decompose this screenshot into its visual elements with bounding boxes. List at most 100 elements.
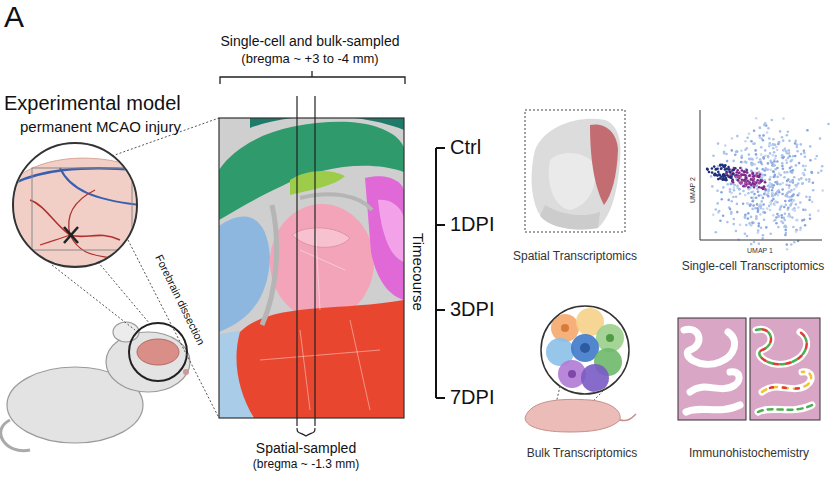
umap-dot bbox=[744, 213, 747, 216]
umap-dot bbox=[750, 197, 753, 200]
umap-dot bbox=[725, 177, 728, 180]
umap-dot bbox=[789, 180, 792, 183]
umap-dot bbox=[743, 171, 746, 174]
umap-dot bbox=[804, 155, 807, 158]
umap-dot bbox=[774, 219, 777, 222]
umap-dot bbox=[771, 194, 774, 197]
umap-dot bbox=[788, 184, 791, 187]
umap-dot bbox=[817, 209, 820, 212]
umap-dot bbox=[767, 162, 770, 165]
bracket bbox=[220, 71, 405, 84]
umap-dot bbox=[753, 142, 756, 145]
umap-dot bbox=[761, 237, 764, 240]
umap-dot bbox=[766, 207, 769, 210]
umap-dot bbox=[762, 188, 765, 191]
umap-dot bbox=[743, 179, 746, 182]
umap-dot bbox=[781, 193, 784, 196]
umap-dot bbox=[759, 213, 762, 216]
umap-dot bbox=[763, 181, 766, 184]
umap-dot bbox=[758, 126, 761, 129]
zoom-brain bbox=[0, 143, 146, 267]
umap-dot bbox=[755, 153, 758, 156]
umap-dot bbox=[776, 191, 779, 194]
panel-caption: Single-cell Transcriptomics bbox=[672, 260, 834, 274]
umap-dot bbox=[760, 194, 763, 197]
umap-dot bbox=[739, 193, 742, 196]
umap-dot bbox=[794, 209, 797, 212]
umap-dot bbox=[729, 171, 732, 174]
umap-dot bbox=[729, 208, 732, 211]
umap-dot bbox=[744, 149, 747, 152]
umap-dot bbox=[802, 172, 805, 175]
umap-dot bbox=[762, 208, 765, 211]
umap-dot bbox=[747, 217, 750, 220]
umap-dot bbox=[781, 162, 784, 165]
umap-dot bbox=[796, 150, 799, 153]
timepoint: 1DPI bbox=[450, 213, 494, 236]
umap-dot bbox=[800, 143, 803, 146]
umap-dot bbox=[809, 145, 812, 148]
umap-dot bbox=[812, 189, 815, 192]
umap-dot bbox=[731, 137, 734, 140]
umap-dot bbox=[716, 174, 719, 177]
umap-dot bbox=[806, 129, 809, 132]
umap-dot bbox=[788, 200, 791, 203]
umap-dot bbox=[717, 142, 720, 145]
umap-dot bbox=[736, 169, 739, 172]
umap-dot bbox=[786, 192, 789, 195]
umap-dot bbox=[757, 175, 760, 178]
umap-dot bbox=[735, 196, 738, 199]
umap-dot bbox=[767, 156, 770, 159]
umap-dot bbox=[786, 243, 789, 246]
umap-dot bbox=[756, 188, 759, 191]
umap-dot bbox=[754, 163, 757, 166]
umap-dot bbox=[739, 182, 742, 185]
umap-dot bbox=[706, 168, 709, 171]
brain-atlas bbox=[219, 96, 404, 436]
umap-dot bbox=[805, 178, 808, 181]
panel-caption: Bulk Transcriptomics bbox=[512, 447, 652, 461]
umap-dot bbox=[774, 157, 777, 160]
umap-dot bbox=[739, 224, 742, 227]
umap-dot bbox=[750, 163, 753, 166]
umap-dot bbox=[758, 222, 761, 225]
umap-dot bbox=[801, 182, 804, 185]
umap-dot bbox=[768, 205, 771, 208]
umap-dot bbox=[742, 203, 745, 206]
umap-dot bbox=[776, 167, 779, 170]
umap-dot bbox=[774, 174, 777, 177]
umap-dot bbox=[781, 216, 784, 219]
axis-label: UMAP 1 bbox=[747, 247, 773, 255]
umap-dot bbox=[742, 185, 745, 188]
umap-dot bbox=[781, 188, 784, 191]
umap-panel bbox=[700, 110, 830, 251]
umap-dot bbox=[776, 201, 779, 204]
umap-dot bbox=[729, 176, 732, 179]
umap-dot bbox=[799, 229, 802, 232]
umap-dot bbox=[769, 201, 772, 204]
umap-dot bbox=[713, 165, 716, 168]
umap-dot bbox=[772, 154, 775, 157]
umap-dot bbox=[798, 192, 801, 195]
umap-dot bbox=[736, 150, 739, 153]
umap-dot bbox=[758, 205, 761, 208]
panel-caption: Immunohistochemistry bbox=[668, 447, 830, 461]
umap-dot bbox=[776, 176, 779, 179]
umap-dot bbox=[744, 174, 747, 177]
umap-dot bbox=[758, 137, 761, 140]
umap-dot bbox=[763, 219, 766, 222]
umap-dot bbox=[739, 167, 742, 170]
umap-dot bbox=[816, 155, 819, 158]
umap-dot bbox=[722, 214, 725, 217]
umap-dot bbox=[747, 186, 750, 189]
umap-dot bbox=[783, 176, 786, 179]
umap-dot bbox=[811, 201, 814, 204]
umap-dot bbox=[787, 131, 790, 134]
umap-dot bbox=[771, 192, 774, 195]
umap-dot bbox=[798, 178, 801, 181]
umap-dot bbox=[746, 202, 749, 205]
umap-dot bbox=[785, 183, 788, 186]
umap-dot bbox=[795, 219, 798, 222]
umap-dot bbox=[731, 149, 734, 152]
umap-dot bbox=[790, 243, 793, 246]
